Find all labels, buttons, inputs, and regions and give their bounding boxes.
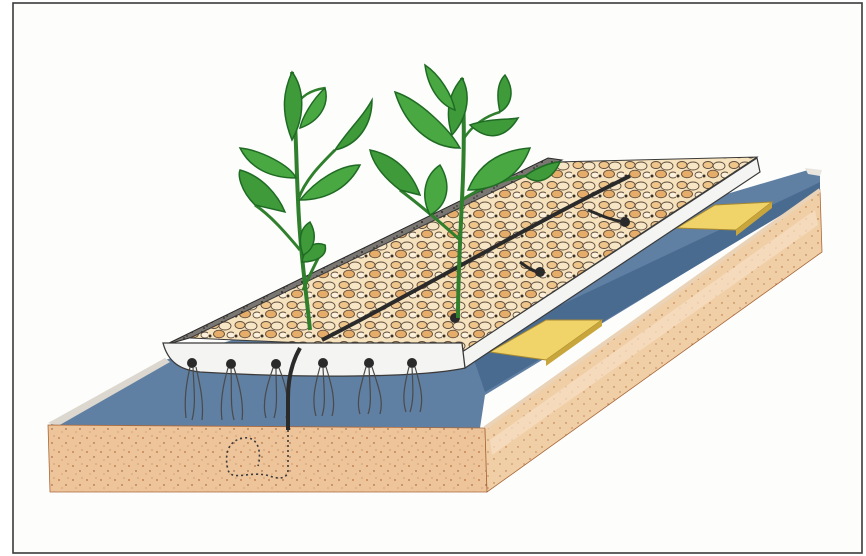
tank-front-side	[48, 425, 487, 492]
trough-front-lip	[163, 343, 465, 376]
